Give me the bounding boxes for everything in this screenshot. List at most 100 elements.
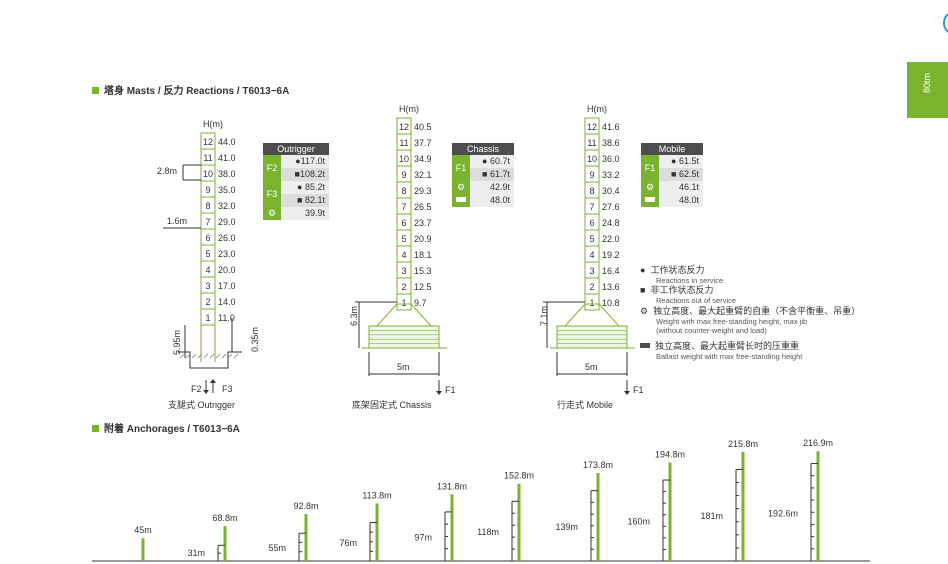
section-number: 6: [401, 218, 406, 228]
masts-section-title-text: 塔身 Masts / 反力 Reactions / T6013−6A: [104, 86, 290, 97]
height-value: 38.6: [602, 138, 620, 148]
h-label: H(m): [399, 104, 419, 114]
table-row: ⚙42.9t: [452, 181, 514, 194]
ground-hatch: [221, 353, 227, 359]
dim-5m: 5m: [397, 362, 410, 372]
reaction-value: ■ 62.5t: [659, 168, 703, 181]
height-value: 24.8: [602, 218, 620, 228]
outrigger-caption-cn: 支腿式: [168, 400, 196, 410]
arrow-down-icon: [436, 391, 442, 395]
ground-hatch: [209, 353, 215, 359]
anchorage-interval: 192.6m: [768, 508, 798, 518]
height-value: 9.7: [414, 298, 427, 308]
dim-0-35: 0.35m: [250, 327, 260, 352]
circle-bullet-icon: ●: [640, 265, 646, 275]
anchorage-tower: [304, 514, 308, 561]
height-value: 27.6: [602, 202, 620, 212]
force-f2: F2: [191, 384, 202, 394]
section-number: 5: [589, 234, 594, 244]
anchorage-interval: 97m: [414, 532, 432, 542]
section-number: 3: [589, 266, 594, 276]
reaction-value: 42.9t: [470, 181, 514, 194]
reaction-value: ● 85.2t: [281, 181, 329, 194]
dim-2-8: 2.8m: [157, 166, 177, 176]
height-value: 34.9: [414, 154, 432, 164]
ballast-icon: [641, 194, 659, 207]
height-value: 32.1: [414, 170, 432, 180]
height-value: 26.0: [218, 233, 236, 243]
section-number: 11: [399, 138, 408, 148]
anchorage-height: 92.8m: [293, 501, 318, 511]
reaction-value: 46.1t: [659, 181, 703, 194]
section-number: 8: [205, 201, 210, 211]
legend-in-service: ● 工作状态反力 Reactions in service: [640, 263, 723, 285]
anchorage-interval: 118m: [477, 527, 499, 537]
height-value: 36.0: [602, 154, 620, 164]
table-row: ⚙46.1t: [641, 181, 703, 194]
anchorage-interval: 76m: [339, 538, 357, 548]
anchorage-interval: 31m: [187, 548, 205, 558]
section-number: 12: [203, 137, 213, 147]
section-number: 8: [401, 186, 406, 196]
height-value: 18.1: [414, 250, 432, 260]
section-number: 10: [587, 154, 597, 164]
table-row: F2●117.0t■108.2t: [263, 155, 329, 181]
reaction-value: 48.0t: [470, 194, 514, 207]
anchorages-section-title: 附着 Anchorages / T6013−6A: [92, 420, 240, 435]
legend-weight-en2: (without counter-weight and load): [656, 326, 767, 335]
height-value: 33.2: [602, 170, 620, 180]
height-value: 14.0: [218, 297, 236, 307]
ballast-icon: [640, 343, 650, 348]
section-number: 7: [589, 202, 594, 212]
bullet-square-icon: [92, 425, 99, 432]
mobile-caption-en: Mobile: [586, 400, 614, 410]
height-value: 20.0: [218, 265, 236, 275]
force-f1: F1: [445, 385, 456, 395]
arrow-down-icon: [203, 390, 209, 394]
outrigger-caption-en: Outrigger: [197, 400, 236, 410]
table-row: F1● 61.5t■ 62.5t: [641, 155, 703, 181]
anchorage-height: 45m: [134, 525, 152, 535]
anchorage-interval: 55m: [268, 543, 286, 553]
legend-weight-cn: 独立高度、最大起重臂的自重（不含平衡重、吊重）: [653, 306, 861, 316]
legend-ballast-cn: 独立高度、最大起重臂长时的压重重: [655, 341, 800, 351]
anchorage-tower: [450, 494, 454, 561]
height-value: 11.0: [218, 313, 235, 323]
section-number: 4: [589, 250, 594, 260]
section-number: 12: [399, 122, 409, 132]
ballast-block: [556, 325, 628, 349]
section-number: 7: [401, 202, 406, 212]
section-number: 1: [589, 298, 594, 308]
ground-line: [178, 351, 242, 369]
legend-in-service-en: Reactions in service: [656, 276, 724, 285]
height-value: 13.6: [602, 282, 620, 292]
outrigger-caption: 支腿式 Outrigger: [168, 398, 235, 411]
height-value: 20.9: [414, 234, 432, 244]
height-value: 41.0: [218, 153, 236, 163]
chassis-caption: 底架固定式 Chassis: [352, 398, 432, 411]
table-header: Chassis: [452, 143, 514, 155]
ground-hatch: [233, 353, 239, 359]
section-number: 10: [399, 154, 409, 164]
ballast-icon: [452, 194, 470, 207]
height-value: 37.7: [414, 138, 432, 148]
legend-weight-en: Weight with max free-standing height, ma…: [656, 317, 808, 326]
dim-height: 6.3m: [349, 306, 359, 326]
height-value: 19.2: [602, 250, 620, 260]
dim-1-6: 1.6m: [167, 216, 187, 226]
anchorage-tower: [141, 538, 145, 561]
anchorage-chart: 45m68.8m31m92.8m55m113.8m76m131.8m97m152…: [92, 438, 870, 562]
height-value: 12.5: [414, 282, 432, 292]
force-f1: F1: [633, 385, 644, 395]
anchorage-height: 173.8m: [583, 460, 613, 470]
anchorage-tower: [223, 526, 227, 561]
dim-5m: 5m: [585, 362, 598, 372]
section-number: 2: [205, 297, 210, 307]
section-number: 1: [401, 298, 406, 308]
anchorage-tower: [741, 451, 745, 561]
side-tab[interactable]: 80tm: [907, 62, 948, 118]
mobile-caption: 行走式 Mobile: [557, 398, 613, 411]
